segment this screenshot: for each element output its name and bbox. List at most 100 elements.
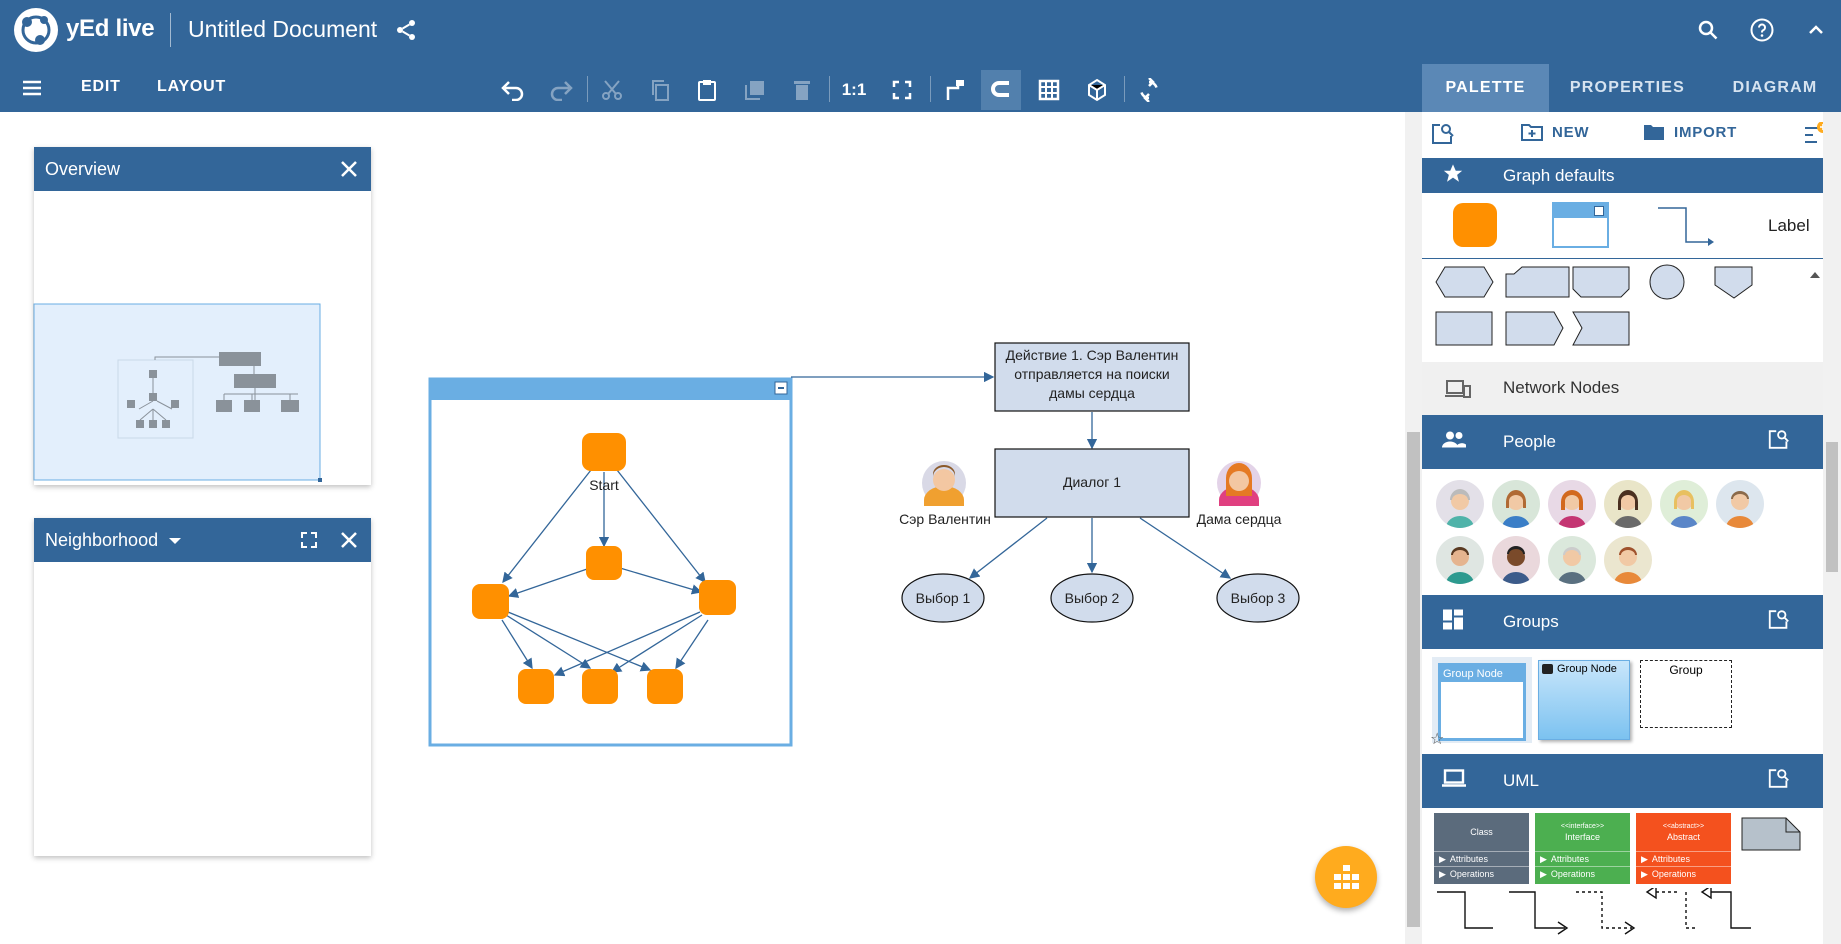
default-edge-style[interactable]: [1656, 206, 1716, 246]
person-avatar-1[interactable]: [1436, 480, 1484, 528]
neighborhood-close-icon[interactable]: [335, 526, 363, 554]
uml-class-item[interactable]: Class ▶ Attributes ▶ Operations: [1434, 813, 1529, 884]
group-node-item-selected[interactable]: Group Node ☆: [1430, 657, 1532, 748]
people-icon: [1442, 430, 1466, 455]
person-avatar-4[interactable]: [1604, 480, 1652, 528]
choice-node-1[interactable]: [901, 573, 985, 623]
person-avatar-5[interactable]: [1660, 480, 1708, 528]
people-section-header[interactable]: People: [1422, 415, 1823, 469]
node-middle: [586, 546, 622, 580]
overview-close-icon[interactable]: [335, 155, 363, 183]
neighborhood-dropdown-icon[interactable]: [168, 530, 182, 551]
action-node[interactable]: [994, 342, 1190, 412]
delete-button[interactable]: [782, 70, 822, 110]
groups-section-search-icon[interactable]: [1767, 608, 1791, 637]
choice-node-2[interactable]: [1050, 573, 1134, 623]
sync-layout-button[interactable]: [1129, 70, 1169, 110]
orange-nodes[interactable]: [472, 433, 736, 704]
duplicate-button[interactable]: [735, 70, 775, 110]
yed-logo-icon[interactable]: [14, 8, 58, 52]
cut-button[interactable]: [592, 70, 632, 110]
layout-menu[interactable]: LAYOUT: [157, 78, 227, 95]
network-nodes-section[interactable]: Network Nodes: [1422, 362, 1823, 415]
group-edges: [501, 469, 709, 677]
uml-interface-item[interactable]: <<interface>>Interface ▶ Attributes ▶ Op…: [1535, 813, 1630, 884]
palette-import-button[interactable]: IMPORT: [1642, 122, 1737, 142]
palette-scrollbar-thumb[interactable]: [1826, 442, 1838, 572]
document-title[interactable]: Untitled Document: [188, 16, 378, 42]
default-label-style[interactable]: Label: [1768, 216, 1810, 235]
flow-edges: [791, 371, 1232, 579]
choice-node-3[interactable]: [1216, 573, 1300, 623]
toolbar-divider: [930, 76, 931, 102]
zoom-original-button[interactable]: 1:1: [834, 70, 874, 110]
toolbar-divider: [1124, 76, 1125, 102]
shapes-scroll-up-icon[interactable]: [1810, 266, 1820, 284]
dashed-group-item[interactable]: Group: [1640, 660, 1732, 728]
search-icon[interactable]: [1692, 14, 1724, 46]
action-node-label: Действие 1. Сэр Валентин отправляется на…: [1005, 347, 1179, 401]
canvas-vertical-scrollbar[interactable]: [1405, 112, 1422, 944]
person-avatar-9[interactable]: [1548, 536, 1596, 584]
help-icon[interactable]: [1746, 14, 1778, 46]
choice-3-label: Выбор 3: [1230, 590, 1286, 606]
hamburger-menu-icon[interactable]: [16, 72, 48, 104]
palette-panel: NEW IMPORT Graph defaults: [1422, 112, 1823, 944]
redo-button[interactable]: [541, 70, 581, 110]
paste-button[interactable]: [687, 70, 727, 110]
palette-import-label: IMPORT: [1674, 123, 1738, 141]
palette-new-button[interactable]: NEW: [1520, 122, 1589, 142]
fit-content-button[interactable]: [882, 70, 922, 110]
tab-properties[interactable]: PROPERTIES: [1569, 79, 1686, 96]
node-bottom-1: [518, 669, 554, 704]
node-right: [699, 580, 736, 615]
gradient-group-node-item[interactable]: Group Node: [1538, 660, 1630, 740]
dialog-node-label: Диалог 1: [1063, 474, 1121, 490]
quick-add-fab-button[interactable]: [1315, 846, 1377, 908]
graph-canvas[interactable]: Start Действие 1. Сэр Валентин отправляе…: [0, 112, 1405, 944]
uml-interface-attributes-row: ▶ Attributes: [1535, 851, 1630, 866]
people-section-search-icon[interactable]: [1767, 428, 1791, 457]
person-avatar-2[interactable]: [1492, 480, 1540, 528]
share-icon[interactable]: [390, 14, 422, 46]
person-sir-valentin-avatar[interactable]: [922, 461, 966, 506]
uml-section-search-icon[interactable]: [1767, 767, 1791, 796]
palette-search-button[interactable]: [1430, 122, 1456, 146]
node-start: [582, 433, 626, 471]
favorite-star-icon[interactable]: ☆: [1430, 731, 1445, 748]
edge-routing-button[interactable]: [935, 70, 975, 110]
gradient-group-node-label: Group Node: [1557, 663, 1617, 675]
palette-settings-button[interactable]: [1803, 122, 1823, 148]
snapping-magnet-button[interactable]: [981, 70, 1021, 110]
collapse-chevron-up-icon[interactable]: [1800, 14, 1832, 46]
person-avatar-6[interactable]: [1716, 480, 1764, 528]
canvas-scrollbar-thumb[interactable]: [1407, 432, 1420, 927]
person-avatar-3[interactable]: [1548, 480, 1596, 528]
uml-note-item[interactable]: [1740, 816, 1802, 857]
uml-abstract-item[interactable]: <<abstract>>Abstract ▶ Attributes ▶ Oper…: [1636, 813, 1731, 884]
copy-button[interactable]: [640, 70, 680, 110]
3d-view-button[interactable]: [1077, 70, 1117, 110]
uml-section-header[interactable]: UML: [1422, 754, 1823, 808]
undo-button[interactable]: [493, 70, 533, 110]
collapse-toggle-icon[interactable]: [1542, 664, 1553, 674]
grid-button[interactable]: [1029, 70, 1069, 110]
graph-defaults-header[interactable]: Graph defaults: [1422, 158, 1823, 193]
groups-section-header[interactable]: Groups: [1422, 595, 1823, 649]
shape-palette-items[interactable]: [1422, 262, 1823, 358]
tab-diagram[interactable]: DIAGRAM: [1732, 79, 1818, 96]
neighborhood-maximize-icon[interactable]: [295, 526, 323, 554]
tab-palette[interactable]: PALETTE: [1422, 64, 1549, 112]
neighborhood-panel-title[interactable]: Neighborhood: [45, 529, 159, 550]
dialog-node[interactable]: [994, 448, 1190, 518]
overview-panel-header: Overview: [34, 147, 371, 191]
person-avatar-7[interactable]: [1436, 536, 1484, 584]
person-avatar-10[interactable]: [1604, 536, 1652, 584]
palette-vertical-scrollbar[interactable]: [1823, 112, 1841, 944]
default-group-style[interactable]: [1552, 202, 1609, 248]
uml-edge-items[interactable]: [1422, 888, 1823, 944]
person-lady-avatar[interactable]: [1217, 461, 1261, 506]
edit-menu[interactable]: EDIT: [81, 78, 121, 95]
default-node-style[interactable]: [1453, 203, 1497, 247]
person-avatar-8[interactable]: [1492, 536, 1540, 584]
